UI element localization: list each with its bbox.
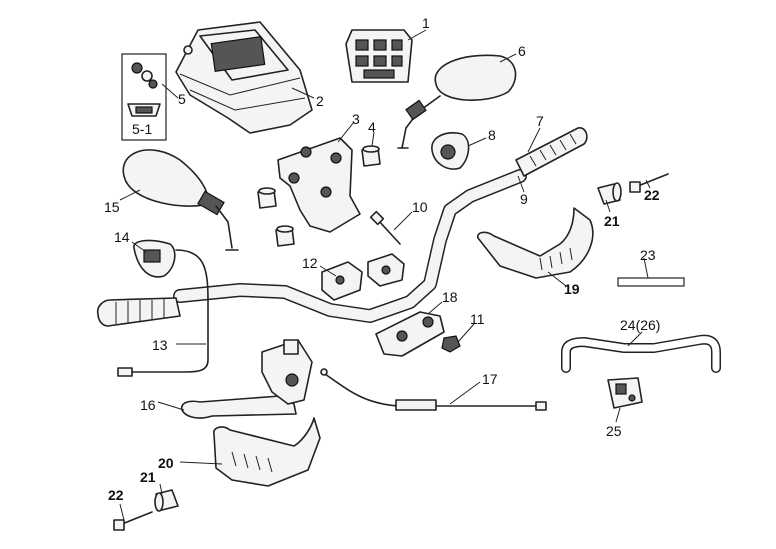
right-bar-end-part — [597, 173, 669, 205]
callout-17: 17 — [482, 371, 498, 387]
handlebar-tube-part — [173, 169, 527, 323]
right-grip-part — [515, 127, 588, 177]
callout-21-left: 21 — [140, 469, 156, 485]
callout-10: 10 — [412, 199, 428, 215]
damper-parts — [257, 145, 381, 247]
callout-13: 13 — [152, 337, 168, 353]
callout-7: 7 — [536, 113, 544, 129]
callout-5: 5 — [178, 91, 186, 107]
handlebar-clamp-part — [321, 253, 405, 301]
left-switch-part — [133, 239, 176, 278]
leader-lines — [119, 29, 651, 521]
ignition-key-part — [121, 53, 167, 141]
callout-19: 19 — [564, 281, 580, 297]
callout-8: 8 — [488, 127, 496, 143]
left-handguard-part — [212, 417, 321, 487]
callout-24-26: 24(26) — [620, 317, 660, 333]
crossbar-clamp-part — [607, 377, 643, 409]
left-mirror-part — [122, 149, 239, 251]
indicator-switch-part — [345, 29, 413, 83]
callout-16: 16 — [140, 397, 156, 413]
callout-22-left: 22 — [108, 487, 124, 503]
callout-14: 14 — [114, 229, 130, 245]
cable-13-part — [117, 249, 209, 377]
handlebar-bracket-part — [277, 137, 361, 233]
cable-17-part — [320, 368, 547, 411]
left-grip-part — [96, 297, 181, 327]
callout-12: 12 — [302, 255, 318, 271]
right-mirror-part — [397, 54, 517, 149]
crossbar-pad-part — [617, 277, 685, 287]
callout-labels: 1 2 3 4 5 5-1 6 7 8 9 10 11 12 13 14 15 … — [104, 15, 660, 503]
callout-22-right: 22 — [644, 187, 660, 203]
crossbar-part — [561, 334, 721, 373]
callout-5-1: 5-1 — [132, 121, 152, 137]
callout-23: 23 — [640, 247, 656, 263]
lower-clamp-part — [375, 311, 445, 357]
callout-15: 15 — [104, 199, 120, 215]
nut-part — [441, 335, 461, 353]
callout-20: 20 — [158, 455, 174, 471]
callout-21-right: 21 — [604, 213, 620, 229]
callout-18: 18 — [442, 289, 458, 305]
left-bar-end-part — [113, 489, 179, 531]
callout-6: 6 — [518, 43, 526, 59]
brake-lever-part — [180, 339, 313, 419]
throttle-housing-part — [431, 132, 470, 170]
callout-25: 25 — [606, 423, 622, 439]
instrument-cluster-part — [175, 21, 313, 134]
callout-2: 2 — [316, 93, 324, 109]
callout-11: 11 — [470, 311, 485, 327]
right-handguard-part — [476, 207, 594, 279]
callout-3: 3 — [352, 111, 360, 127]
callout-4: 4 — [368, 119, 376, 135]
bolt-part — [369, 210, 401, 245]
callout-9: 9 — [520, 191, 528, 207]
callout-1: 1 — [422, 15, 430, 31]
